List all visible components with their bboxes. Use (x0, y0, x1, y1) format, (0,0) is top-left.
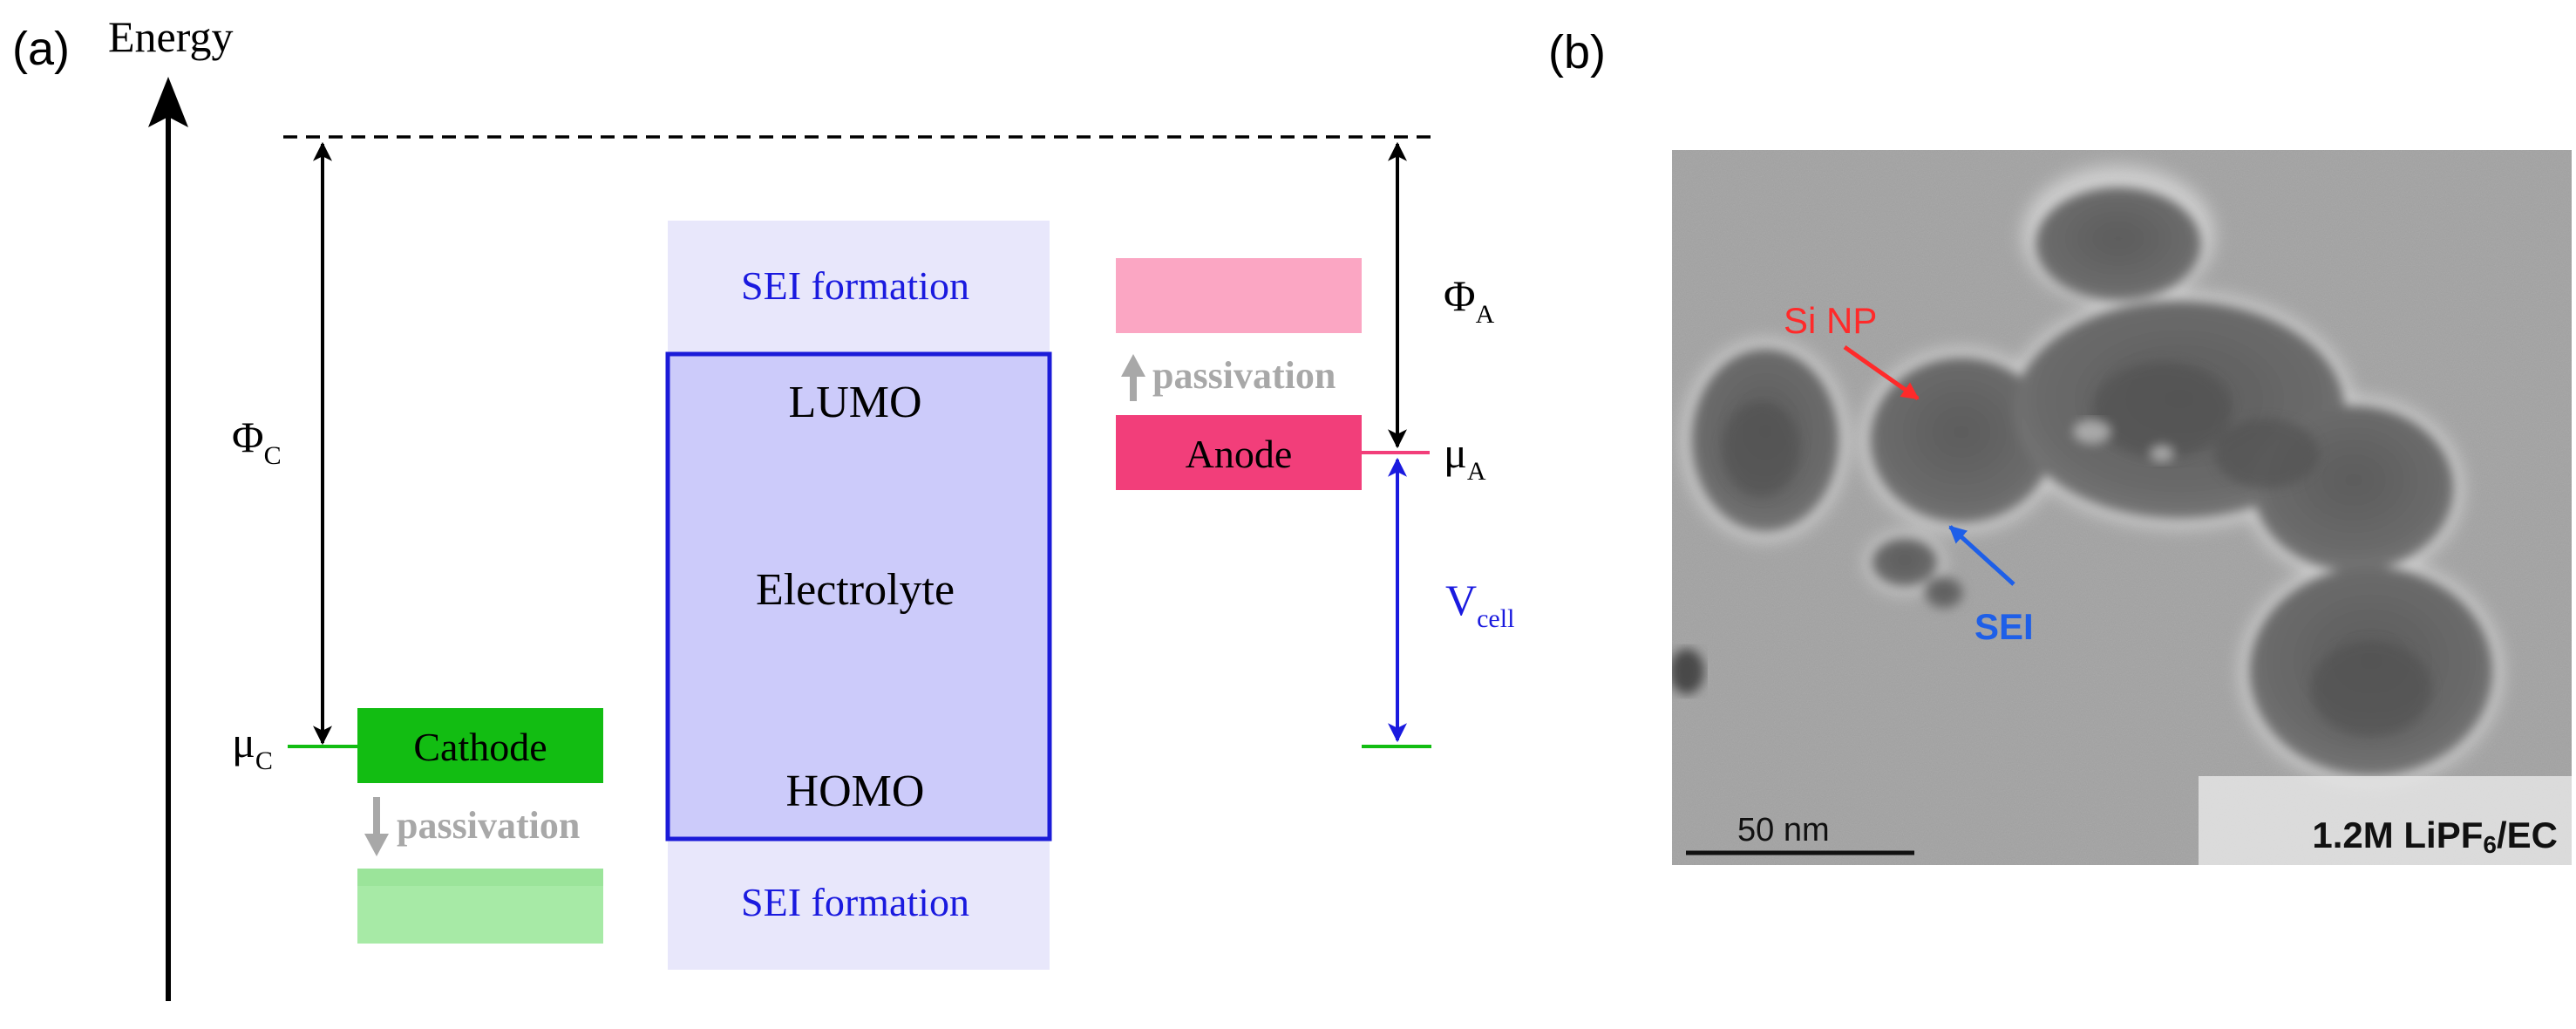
particle-cores (1722, 362, 2432, 737)
sei-top-label: SEI formation (741, 263, 969, 308)
homo-label: HOMO (786, 767, 925, 816)
scale-bar-label: 50 nm (1737, 812, 1830, 848)
mu-c-label: μC (232, 718, 273, 775)
tem-micrograph (1672, 150, 2572, 865)
panel-a: (a) Energy ΦC μC Cathode passivation SEI… (12, 12, 1514, 1001)
condition-label: 1.2M LiPF6/EC (2312, 814, 2558, 858)
cathode-box (357, 708, 603, 783)
phi-c-label: ΦC (232, 412, 282, 470)
electrolyte-box (665, 351, 1052, 842)
panel-b-label: (b) (1548, 26, 1606, 78)
anode-passivation-label: passivation (1152, 354, 1336, 397)
energy-axis-label: Energy (108, 12, 233, 61)
panel-a-label: (a) (12, 23, 70, 75)
energy-axis-arrowhead (148, 77, 188, 127)
label-backdrop (2199, 776, 2572, 865)
anode-passivation-layer (1116, 258, 1362, 333)
cathode-label: Cathode (413, 725, 547, 769)
sei-bottom-label: SEI formation (741, 880, 969, 924)
sei-label: SEI (1974, 606, 2034, 647)
lumo-label: LUMO (788, 378, 921, 427)
sei-arrow (1948, 525, 2015, 586)
phi-a-label: ΦA (1444, 271, 1495, 329)
sei-bottom-region (668, 839, 1050, 970)
cathode-passivation-label: passivation (397, 804, 580, 847)
panel-b: (b) (1548, 26, 2572, 865)
si-np-arrow (1843, 344, 1920, 401)
cathode-passivation-layer-edge (357, 869, 603, 886)
sei-top-region (668, 221, 1050, 353)
anode-box (1116, 415, 1362, 490)
particle-highlights (2073, 419, 2174, 462)
anode-label: Anode (1186, 432, 1293, 476)
mu-a-label: μA (1444, 428, 1486, 486)
cathode-passivation-arrow (364, 797, 389, 856)
v-cell-label: Vcell (1445, 576, 1514, 633)
si-np-label: Si NP (1784, 300, 1877, 341)
electrolyte-label: Electrolyte (756, 565, 955, 615)
edge-particle (1672, 649, 1704, 694)
anode-passivation-arrow (1121, 354, 1145, 401)
